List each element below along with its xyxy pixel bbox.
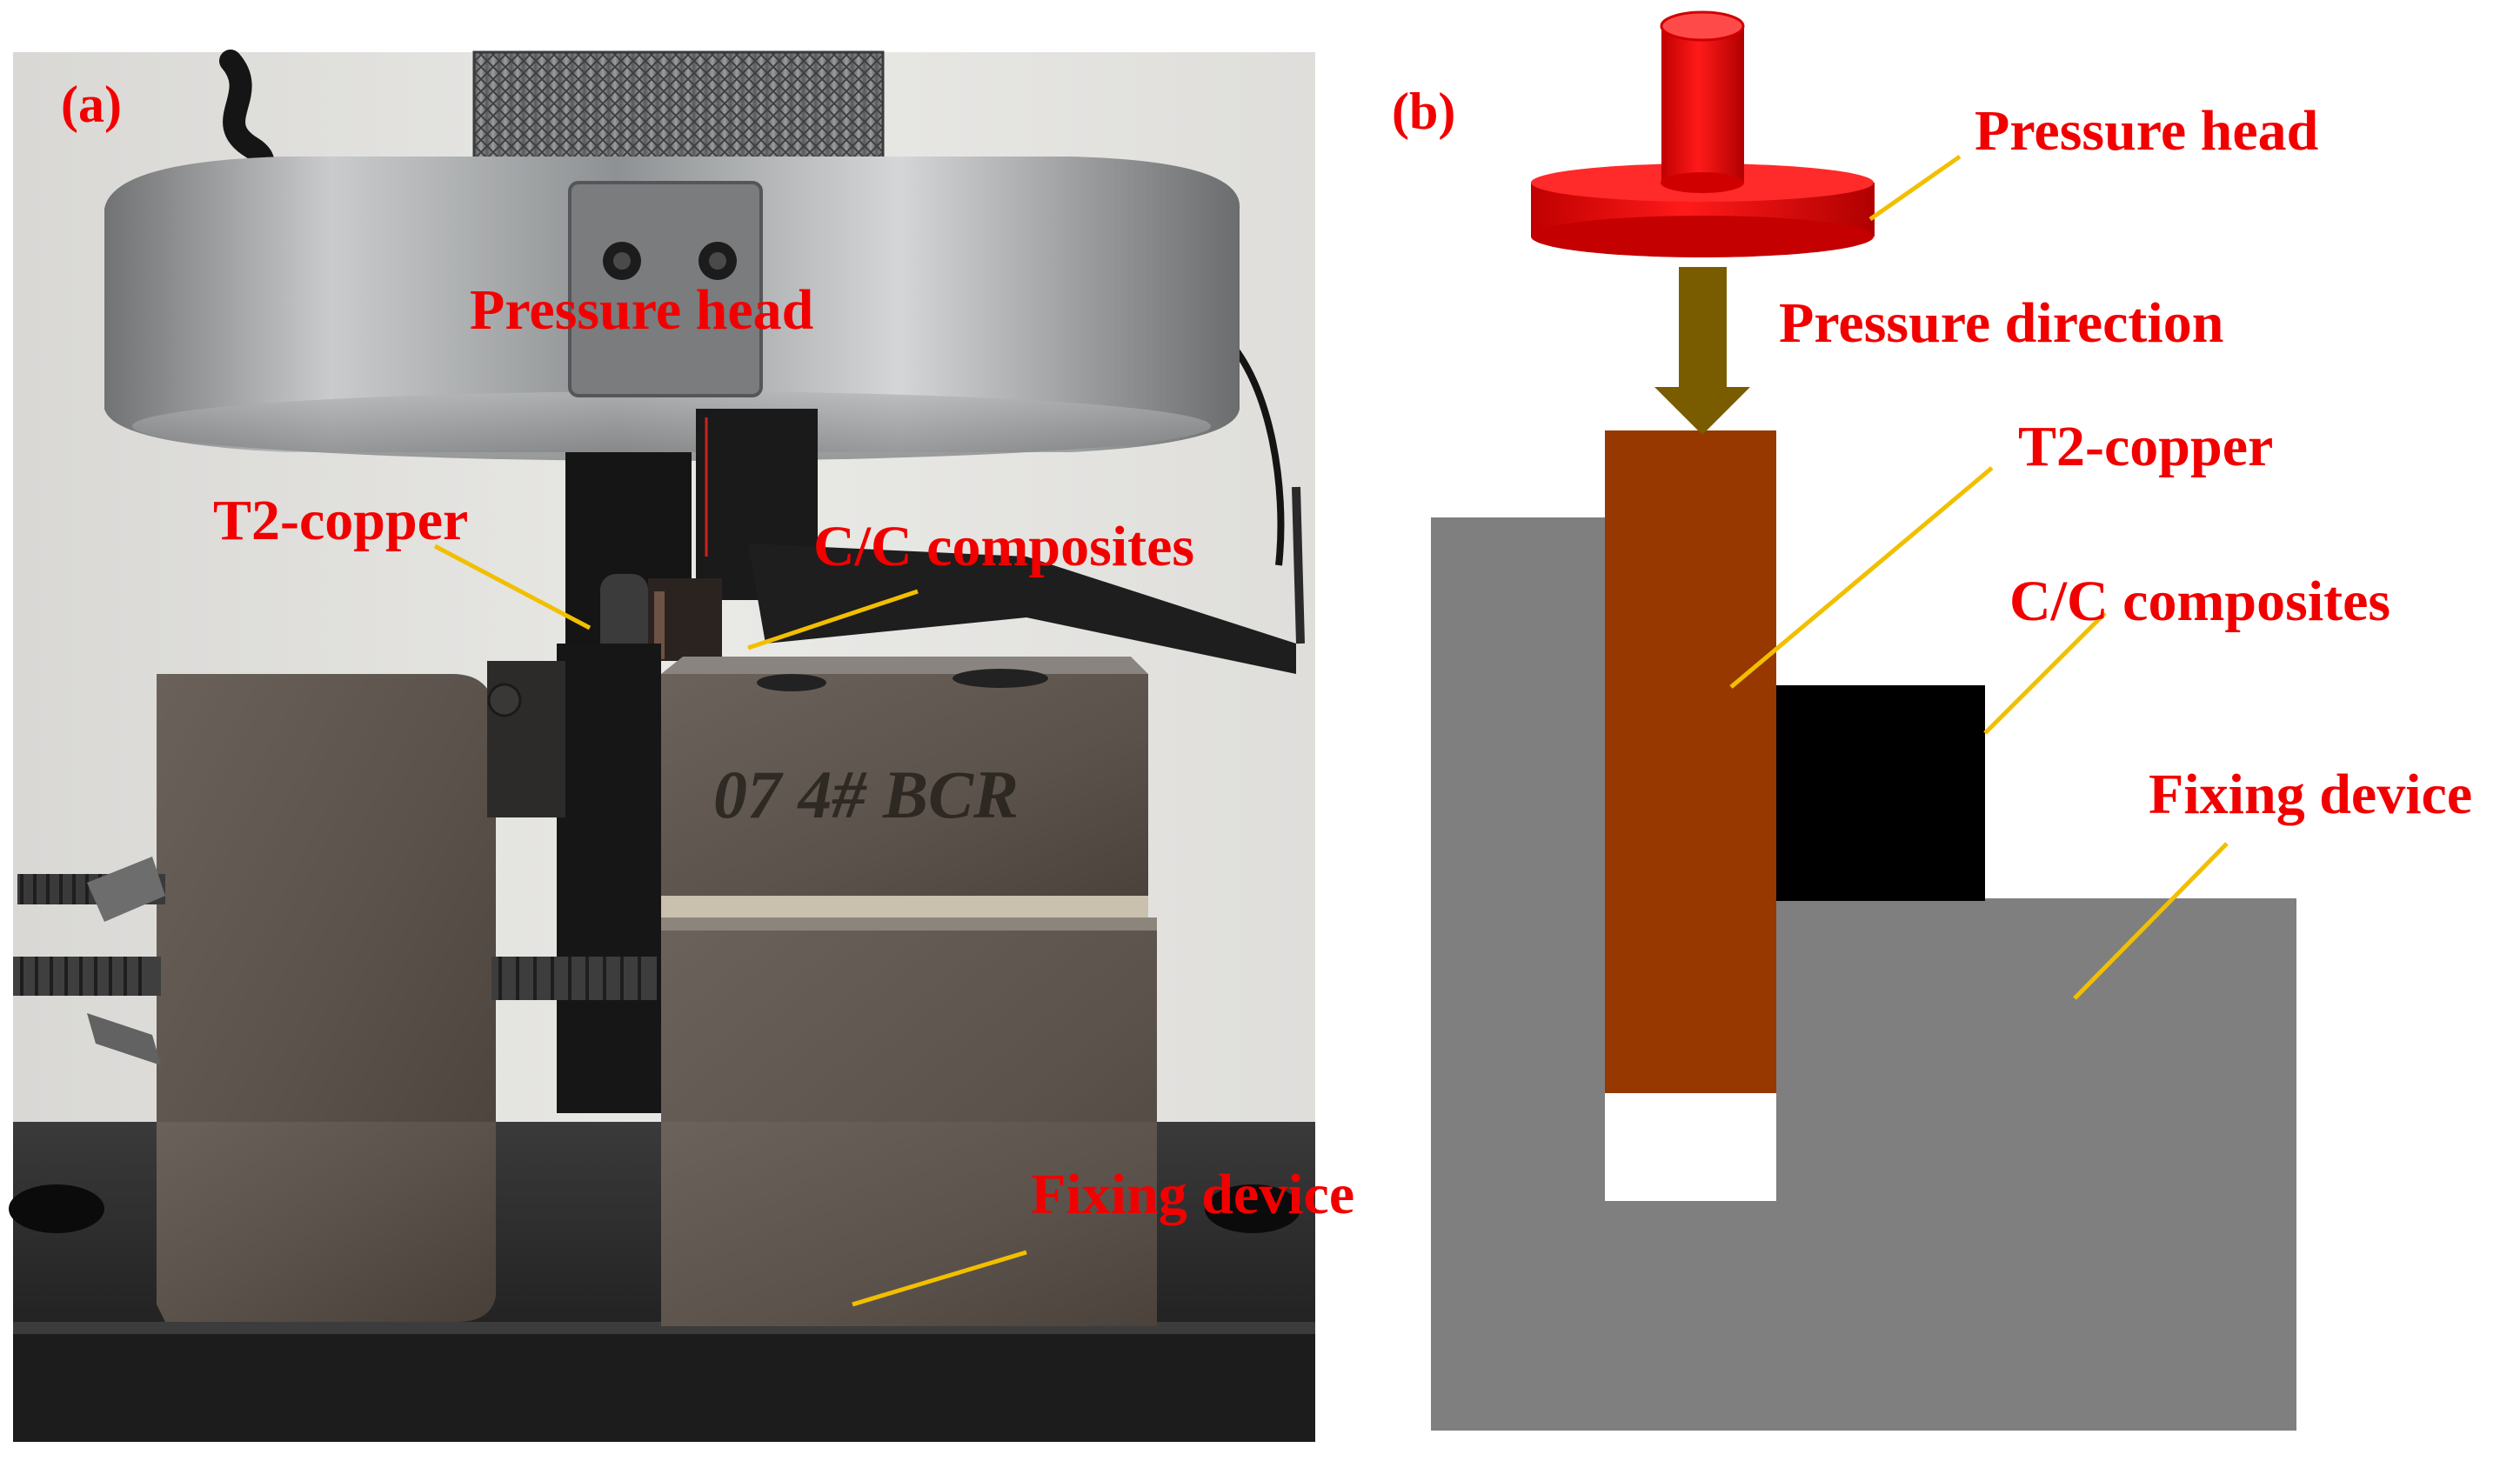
panel-a-letter: (a) <box>61 76 122 133</box>
pressure-head-disk <box>104 157 1240 461</box>
leader-fixing-device-a <box>852 1250 1027 1307</box>
middle-plate <box>557 644 661 1113</box>
leader-pressure-head-b <box>1868 154 1962 222</box>
copper-bottom-gap <box>1605 1093 1776 1201</box>
t2-copper-bar <box>1605 430 1776 1093</box>
panel-b-schematic: (b) Pressure head Pressure direction T2-… <box>1392 10 2472 1431</box>
label-t2-copper-a: T2-copper <box>213 489 468 552</box>
leader-t2-copper-b <box>1729 466 1994 689</box>
disk-clamp-block <box>568 181 763 397</box>
panel-b-letter: (b) <box>1392 83 1455 140</box>
pressure-head-stem <box>1661 26 1744 183</box>
threaded-screws <box>13 857 657 1065</box>
handwritten-marking: 07 4# BCR <box>713 757 1019 832</box>
pressure-head-schematic <box>1531 10 1875 257</box>
label-fixing-device-a: Fixing device <box>1031 1163 1354 1226</box>
leader-cc-composites-a <box>747 589 919 650</box>
base-front-edge <box>13 1322 1315 1442</box>
cable-right-2 <box>1292 486 1305 644</box>
leader-cc-composites-b <box>1983 611 2107 735</box>
knurled-knob <box>474 52 883 170</box>
leader-t2-copper-a <box>433 544 592 630</box>
pressure-direction-arrow <box>1654 267 1750 435</box>
label-pressure-head-a: Pressure head <box>470 278 813 342</box>
bracket-arm <box>748 544 1296 674</box>
label-cc-composites-b: C/C composites <box>2009 570 2390 633</box>
label-fixing-device-b: Fixing device <box>2149 763 2472 826</box>
label-t2-copper-b: T2-copper <box>2018 415 2273 478</box>
right-upper-block <box>661 674 1148 896</box>
leader-fixing-device-b <box>2073 842 2229 1000</box>
label-pressure-head-b: Pressure head <box>1975 99 2318 163</box>
panel-a-photo: 07 4# BCR (a) Pressure head T2-copper C/… <box>9 50 1354 1442</box>
cc-composite-block <box>1776 685 1985 901</box>
fixing-device-shape <box>1431 517 2296 1431</box>
label-pressure-direction-b: Pressure direction <box>1779 291 2223 355</box>
label-cc-composites-a: C/C composites <box>813 515 1194 578</box>
